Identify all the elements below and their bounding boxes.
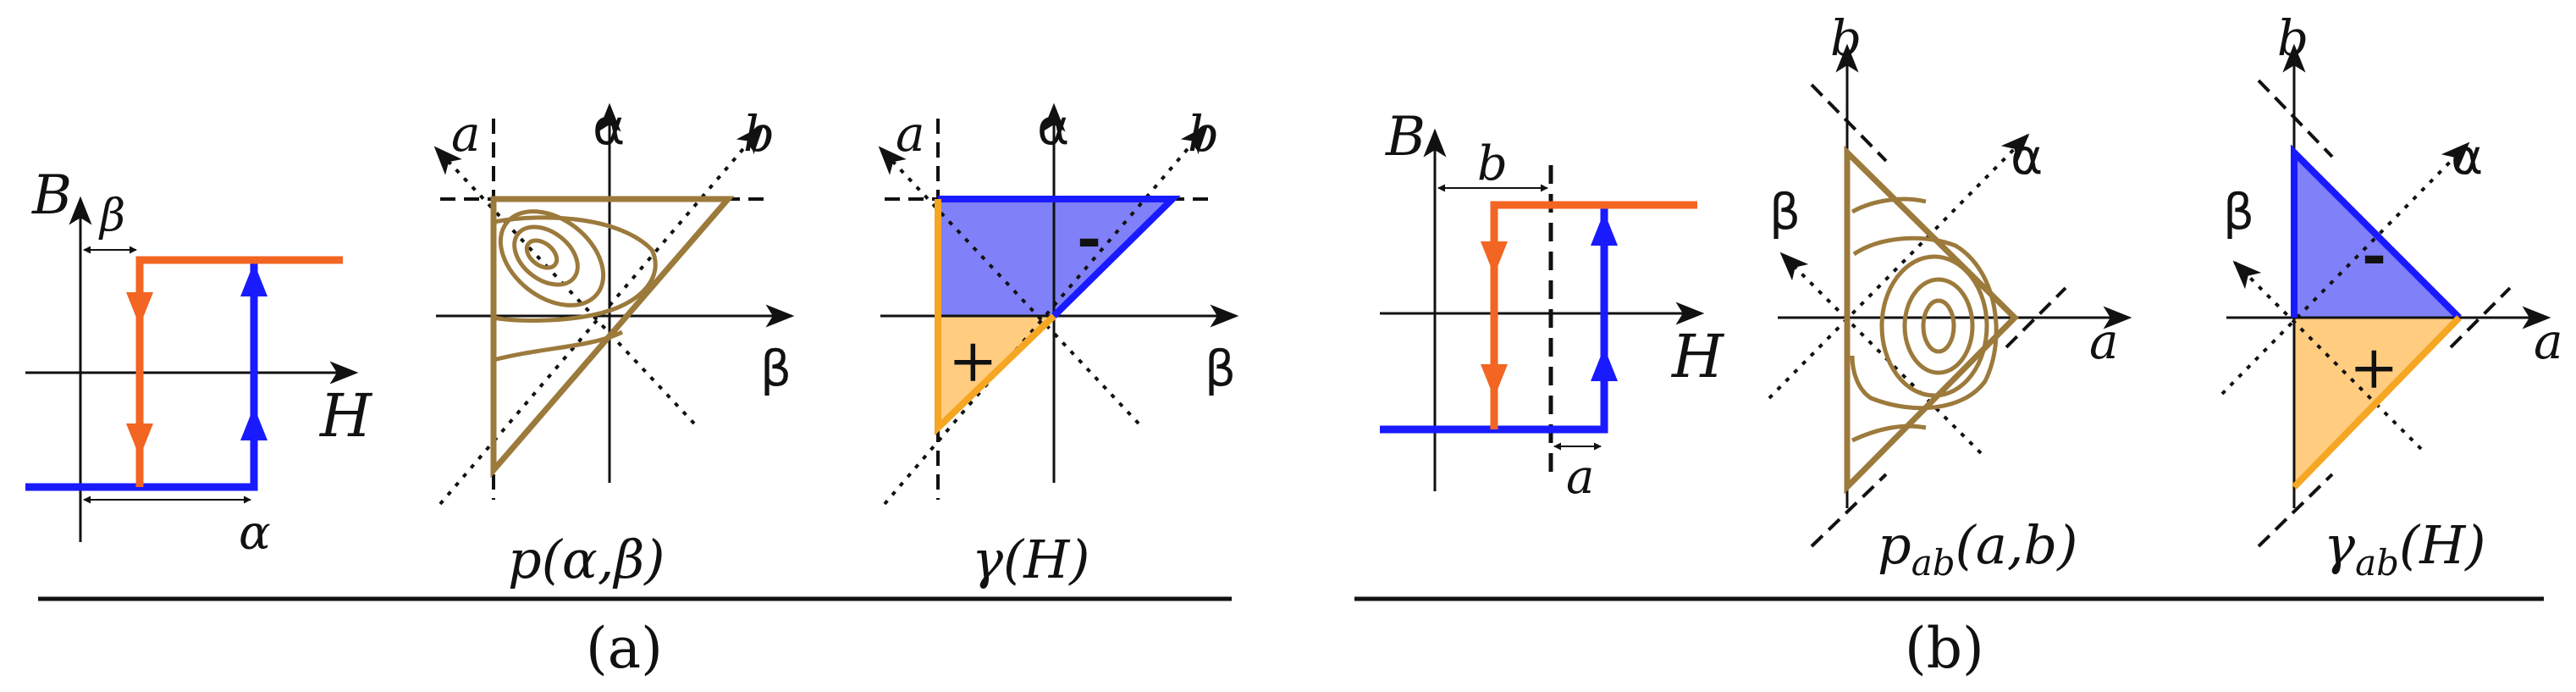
label-a: a: [896, 105, 925, 163]
beta-axis-label: β: [1769, 183, 1801, 241]
up-arrow-head: [1591, 347, 1618, 381]
lower-branch: [25, 258, 258, 491]
up-arrow-head: [1591, 212, 1618, 246]
panel-a-caption: (a): [586, 616, 663, 681]
negative-boundary: [938, 196, 1181, 318]
up-arrow-head: [240, 407, 268, 440]
positive-boundary: [935, 199, 1056, 436]
caption-p: p: [1878, 514, 1911, 576]
caption-args: (H): [2399, 514, 2485, 576]
down-arrow-head: [126, 424, 153, 457]
down-arrow-head: [1481, 241, 1508, 275]
label-a: a: [2089, 313, 2119, 370]
down-arrow-head: [126, 292, 153, 326]
caption-gamma: γ: [2324, 514, 2356, 576]
hysteron-a: B H β α: [25, 164, 373, 561]
axis-h-label: H: [1670, 322, 1725, 391]
caption-args: (a,b): [1955, 514, 2078, 576]
label-b: b: [1188, 105, 1219, 163]
label-a: a: [2534, 313, 2563, 370]
beta-axis-diagonal: [2232, 260, 2423, 451]
alpha-axis-diagonal: [1768, 133, 2030, 400]
up-arrow-head: [240, 263, 268, 296]
plus-sign: +: [948, 326, 998, 396]
upper-branch: [1490, 201, 1697, 429]
density-contours: [493, 209, 658, 363]
minus-sign: -: [2362, 219, 2386, 290]
label-b: b: [2277, 9, 2308, 67]
dashed-edge-right: [2005, 286, 2067, 349]
beta-axis-label: β: [760, 340, 792, 397]
label-a: a: [451, 105, 481, 163]
b-label: b: [1477, 136, 1508, 191]
switching-plane-a: - + a b α β γ(H): [878, 98, 1239, 590]
switching-caption: γ(H): [972, 529, 1090, 590]
alpha-axis-label: α: [2451, 128, 2483, 185]
a-axis-diagonal: [433, 146, 696, 425]
panel-b-caption: (b): [1905, 616, 1984, 681]
alpha-axis-label: α: [2011, 128, 2043, 185]
minus-sign: -: [1077, 202, 1101, 273]
dashed-edge-right: [2449, 286, 2512, 349]
preisach-plane-a: a b α β p(α,β): [433, 98, 795, 590]
positive-boundary: [2292, 315, 2462, 490]
density-caption: p(α,β): [508, 529, 665, 590]
beta-axis-label: β: [1205, 340, 1236, 397]
preisach-triangle: [490, 196, 735, 479]
alpha-label: α: [239, 506, 271, 561]
preisach-triangle: [1844, 145, 2019, 495]
a-axis-diagonal: [878, 146, 1140, 425]
dashed-edge-upper: [2257, 79, 2334, 158]
dashed-edge-upper: [1810, 83, 1888, 163]
beta-label: β: [98, 191, 125, 241]
label-b: b: [743, 105, 775, 163]
hysteron-b: B H b a: [1380, 106, 1725, 505]
alpha-axis-label: α: [1037, 98, 1069, 156]
panel-b: B H b a b a α β: [1354, 9, 2563, 681]
panel-a: B H β α a b α β p(α,β): [25, 98, 1239, 681]
density-caption: pab(a,b): [1878, 514, 2077, 584]
axis-h-label: H: [318, 381, 373, 451]
switching-caption: γab(H): [2324, 514, 2485, 584]
label-b: b: [1830, 9, 1862, 67]
axis-b-label: B: [1385, 106, 1426, 169]
caption-sub: ab: [2355, 542, 2399, 584]
lower-branch: [1380, 203, 1608, 434]
a-label: a: [1566, 450, 1594, 505]
caption-sub: ab: [1911, 542, 1955, 584]
negative-boundary: [2291, 144, 2462, 320]
alpha-axis-label: α: [593, 98, 625, 156]
density-contours: [1850, 197, 1999, 443]
dashed-edge-lower: [1810, 473, 1888, 548]
down-arrow-head: [1481, 364, 1508, 398]
switching-plane-b: - + b a α β γab(H): [2220, 9, 2563, 584]
dashed-edge-lower: [2257, 473, 2334, 548]
upper-branch: [135, 256, 343, 487]
axis-b-label: B: [31, 164, 72, 227]
preisach-plane-b: b a α β pab(a,b): [1768, 9, 2132, 584]
beta-axis-label: β: [2223, 183, 2254, 241]
plus-sign: +: [2349, 333, 2399, 402]
